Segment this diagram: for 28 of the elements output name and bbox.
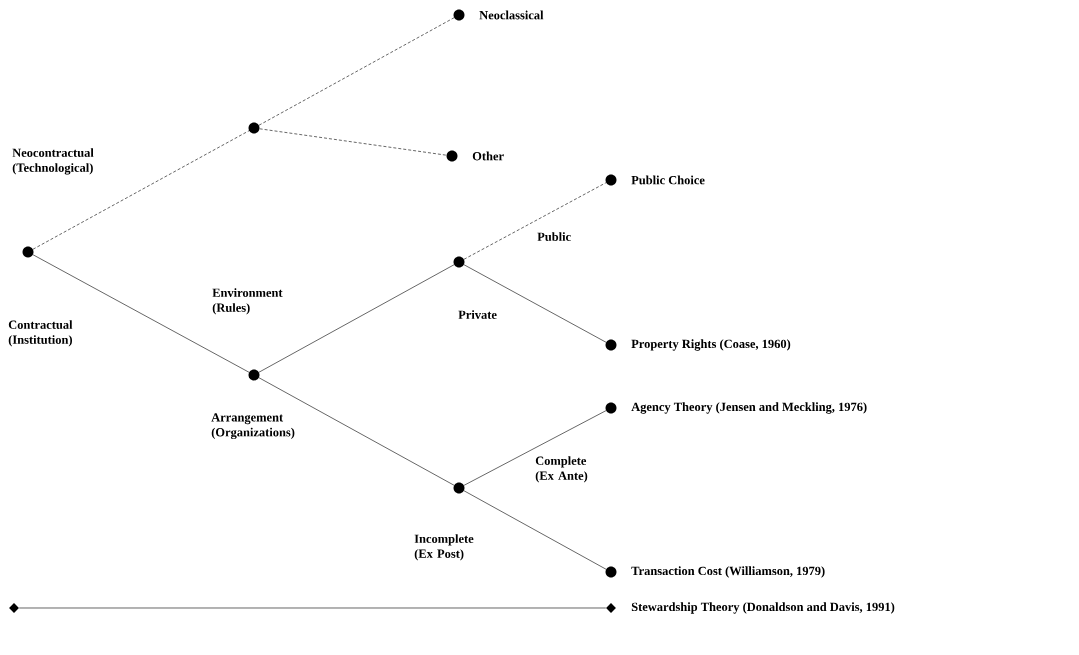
branch-line <box>32 254 250 373</box>
edge-label: Contractual (Institution) <box>8 320 73 347</box>
leaf-label: Public Choice <box>631 175 705 185</box>
branch-line <box>32 130 250 250</box>
edge-label: Complete (Ex Ante) <box>535 456 588 483</box>
edge-label: Neocontractual (Technological) <box>12 148 94 175</box>
leaf-label: Neoclassical <box>479 10 544 20</box>
diamond-marker <box>9 603 19 613</box>
branch-line <box>463 490 607 570</box>
branch-line <box>258 377 455 486</box>
diamond-marker <box>606 603 616 613</box>
branch-line <box>259 128 447 156</box>
leaf-label: Agency Theory (Jensen and Meckling, 1976) <box>631 402 867 414</box>
edge-label: Incomplete (Ex Post) <box>414 534 474 561</box>
branch-line <box>463 264 607 343</box>
edge-label: Private <box>458 310 497 319</box>
branch-line <box>258 17 455 126</box>
branch-line <box>18 607 607 609</box>
leaf-label: Property Rights (Coase, 1960) <box>631 339 791 351</box>
edge-label: Arrangement (Organizations) <box>211 413 295 440</box>
branch-line <box>463 410 607 486</box>
edge-label: Environment (Rules) <box>212 288 283 315</box>
branch-line <box>258 264 455 373</box>
leaf-label: Transaction Cost (Williamson, 1979) <box>631 566 825 578</box>
branch-line <box>463 182 607 260</box>
leaf-label: Other <box>472 151 504 161</box>
leaf-label: Stewardship Theory (Donaldson and Davis, 1991) <box>631 602 895 614</box>
edge-label: Public <box>537 232 571 241</box>
